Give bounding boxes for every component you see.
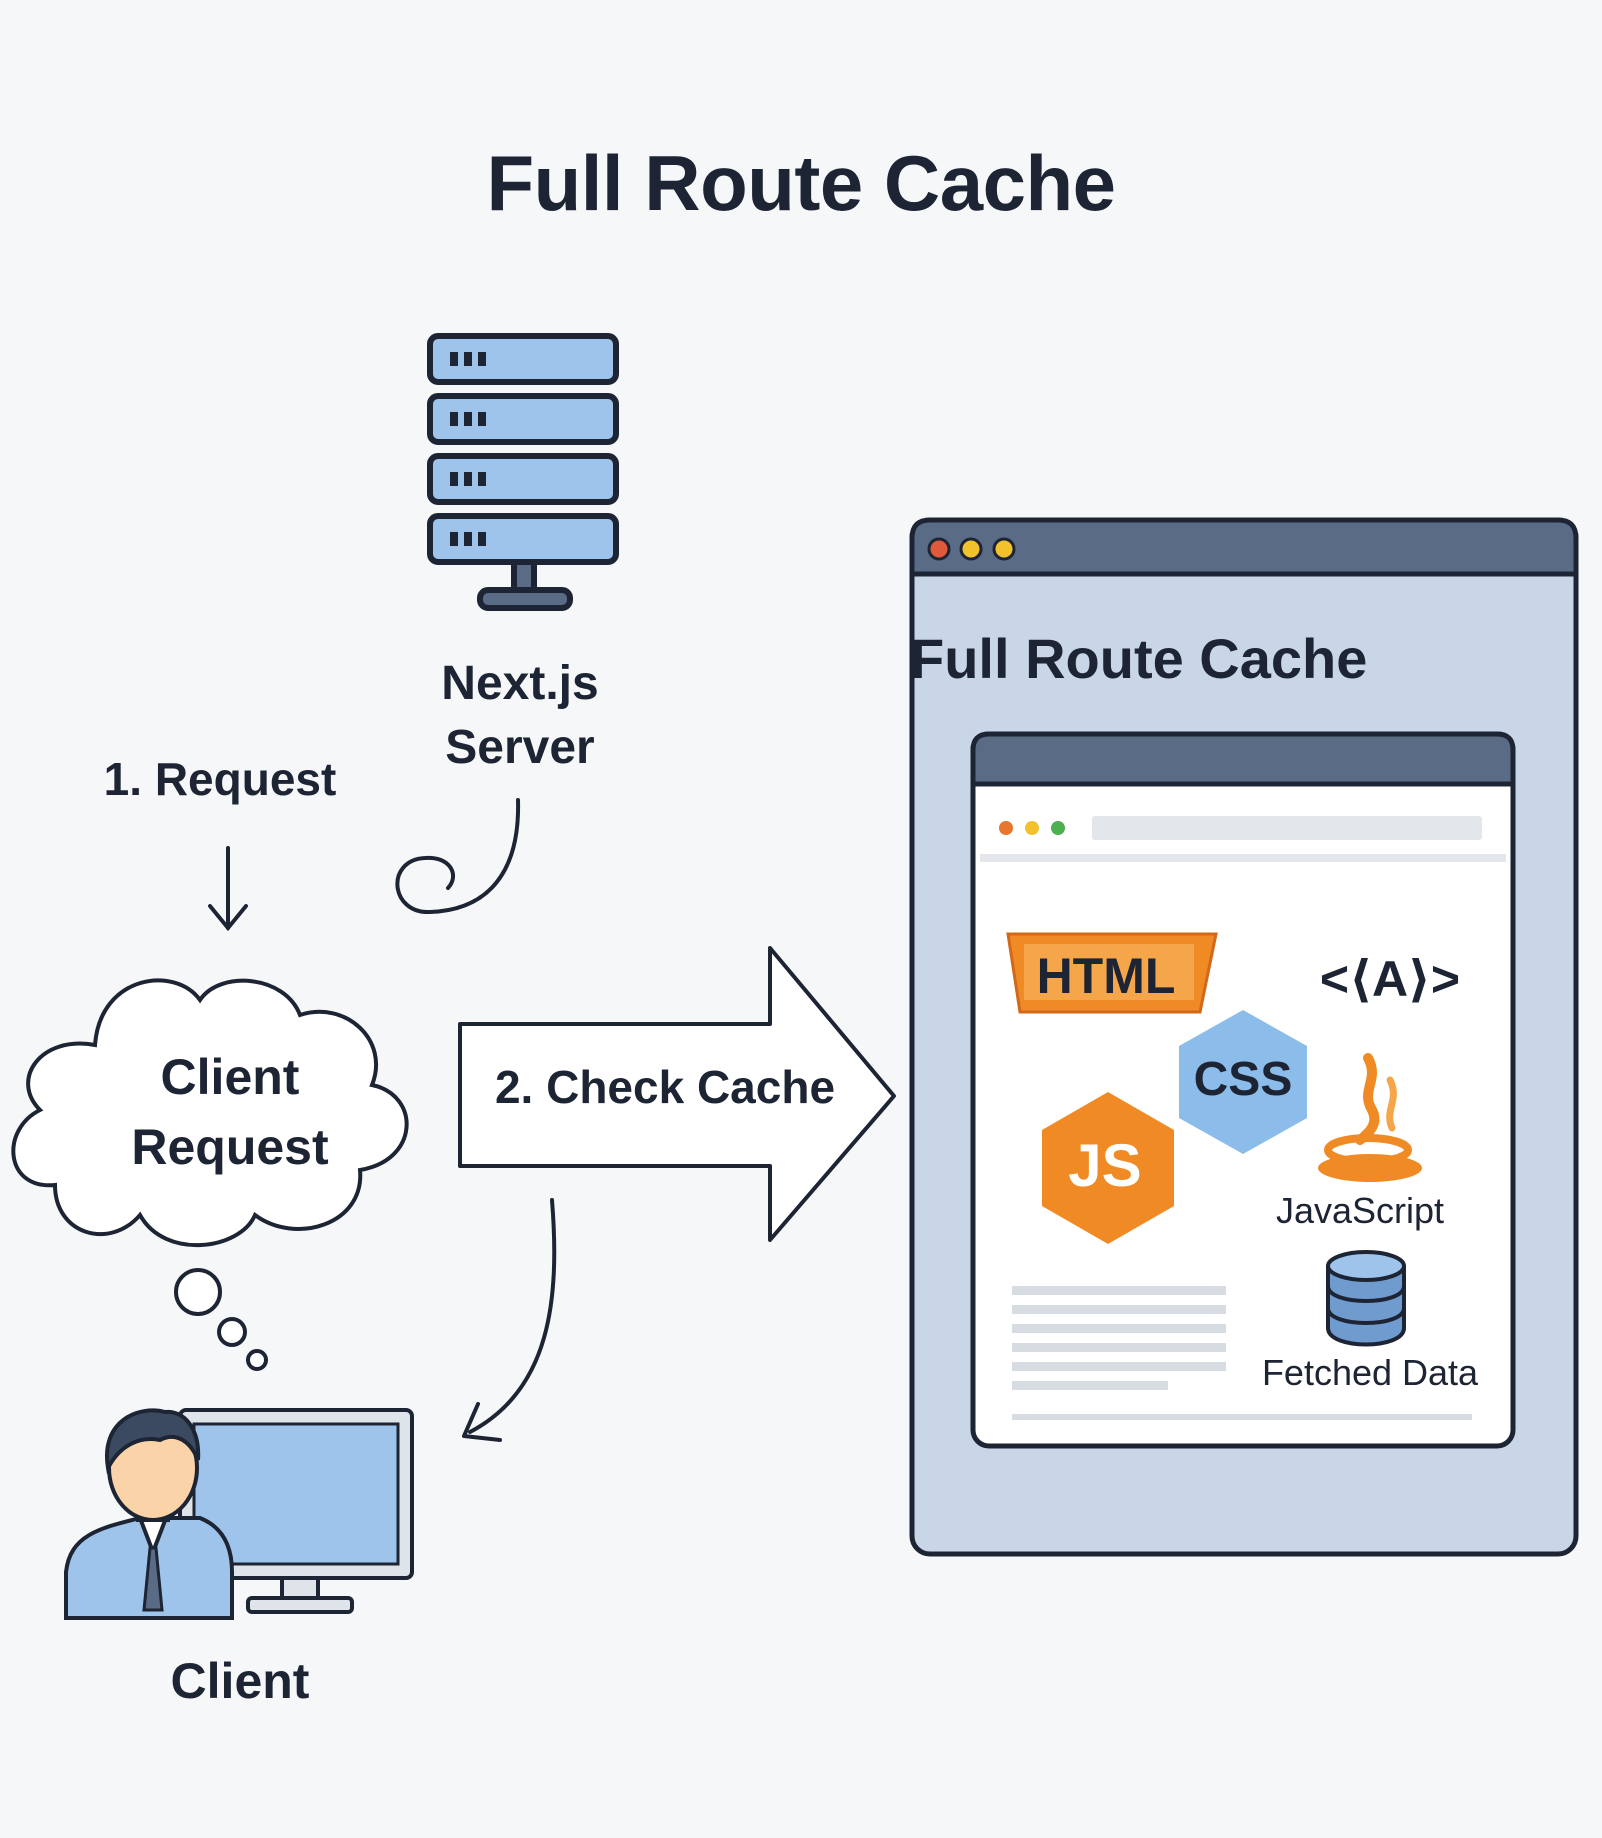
thought-cloud bbox=[11, 978, 409, 1371]
java-cup-icon bbox=[1318, 1053, 1422, 1182]
page-title: Full Route Cache bbox=[486, 139, 1116, 227]
cache-window-title: Full Route Cache bbox=[910, 627, 1368, 690]
response-curve-arrow bbox=[468, 1198, 557, 1434]
step1-request-label: 1. Request bbox=[103, 753, 337, 805]
js-label: JS bbox=[1068, 1132, 1142, 1199]
javascript-label: JavaScript bbox=[1275, 1190, 1445, 1231]
content-lines bbox=[1012, 1286, 1472, 1420]
request-down-arrow bbox=[208, 846, 248, 932]
step2-check-cache-label: 2. Check Cache bbox=[494, 1061, 836, 1113]
database-icon bbox=[1326, 1250, 1406, 1347]
component-code-label: <⟨A⟩> bbox=[1319, 951, 1461, 1007]
fetched-data-label: Fetched Data bbox=[1261, 1352, 1479, 1393]
css-label: CSS bbox=[1193, 1053, 1293, 1106]
cloud-label: Client Request bbox=[131, 1049, 329, 1175]
check-cache-arrow bbox=[458, 946, 896, 1242]
user-at-computer-icon bbox=[64, 1408, 414, 1620]
response-arrowhead bbox=[462, 1402, 502, 1442]
html-badge-label: HTML bbox=[1036, 948, 1176, 1004]
css-hexagon bbox=[1179, 1010, 1307, 1154]
html-badge bbox=[1006, 932, 1218, 1014]
server-connector-curve bbox=[395, 798, 521, 915]
client-label: Client bbox=[170, 1653, 310, 1709]
server-label: Next.js Server bbox=[441, 657, 599, 774]
server-rack-icon bbox=[427, 333, 619, 611]
js-hexagon bbox=[1042, 1092, 1174, 1244]
